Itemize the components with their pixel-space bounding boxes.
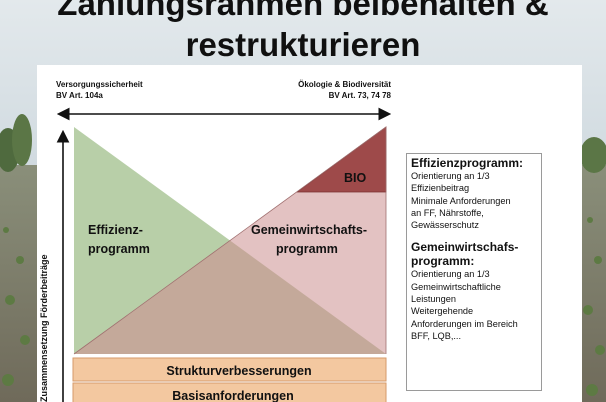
page-title-line-1: Zahlungsrahmen beibehalten & <box>57 0 549 22</box>
axis-label-oekologie: Ökologie & Biodiversität <box>298 80 391 89</box>
info-gemein-line: Weitergehende <box>411 306 474 317</box>
bar-strukturverbesserungen <box>72 357 387 382</box>
info-gemein-line: Leistungen <box>411 294 456 305</box>
tree-line <box>0 114 606 173</box>
info-effizienz-line: Effizienbeitrag <box>411 183 470 194</box>
info-gemein-heading-line-1: Gemeinwirtschafs- <box>411 240 519 255</box>
info-effizienz-line: Orientierung an 1/3 <box>411 171 490 181</box>
bar-strukturverbesserungen-label: Strukturverbesserungen <box>166 364 311 378</box>
axis-label-versorgung-article: BV Art. 104a <box>56 91 103 100</box>
page-title-line-2: restrukturieren <box>185 26 421 63</box>
info-box: Effizienzprogramm: Orientierung an 1/3 E… <box>406 153 542 391</box>
bar-basisanforderungen-label: Basisanforderungen <box>172 389 294 402</box>
info-effizienz-line: an FF, Nährstoffe, <box>411 207 484 218</box>
axis-label-versorgung: Versorgungssicherheit <box>56 80 143 89</box>
info-effizienz-line: Minimale Anforderungen <box>411 195 511 206</box>
effizienz-label-line-1: Effizienz- <box>88 223 143 237</box>
crop-rows <box>2 217 605 396</box>
info-effizienz-heading: Effizienzprogramm: <box>411 156 524 170</box>
bar-basisanforderungen <box>72 382 387 402</box>
info-effizienz-line: Gewässerschutz <box>411 220 479 231</box>
effizienz-label-line-2: programm <box>88 242 150 256</box>
info-gemein-line: BFF, LQB,... <box>411 330 462 341</box>
bio-label: BIO <box>344 171 367 185</box>
gemeinwirtschaft-label-line-2: programm <box>276 242 338 256</box>
diagonal-edge <box>73 126 387 355</box>
info-gemein-line: Anforderungen im Bereich <box>411 318 518 329</box>
vertical-axis-label: Zusammensetzung Förderbeiträge <box>39 254 49 402</box>
info-gemein-line: Orientierung an 1/3 <box>411 269 490 280</box>
info-gemein-heading-line-2: programm: <box>411 254 475 269</box>
gemeinwirtschaft-label-line-1: Gemeinwirtschafts- <box>251 223 367 237</box>
axis-label-oekologie-article: BV Art. 73, 74 78 <box>328 91 391 100</box>
info-gemein-line: Gemeinwirtschaftliche <box>411 281 501 292</box>
